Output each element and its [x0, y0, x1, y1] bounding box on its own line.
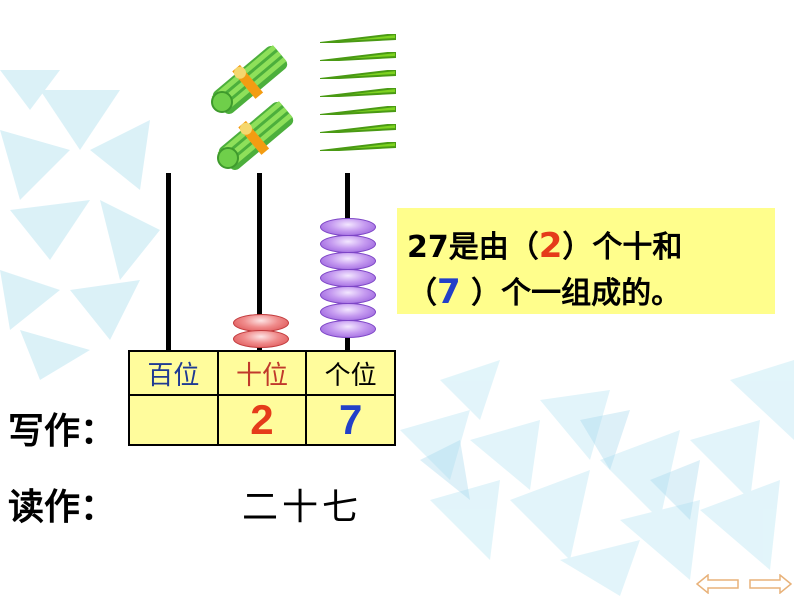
single-stick-icon: [320, 142, 396, 151]
read-value: 二十七: [242, 487, 363, 528]
composition-statement-box: 27是由（2）个十和 （7 ）个一组成的。: [397, 208, 775, 314]
single-stick-icon: [320, 34, 396, 43]
ones-bead: [320, 252, 376, 270]
write-label: 写作：: [8, 411, 117, 452]
place-value-header-row: 百位 十位 个位: [128, 350, 396, 396]
ones-bead: [320, 303, 376, 321]
statement-part2: ）个十和: [562, 230, 683, 265]
tens-rod: [257, 173, 262, 351]
single-stick-icon: [320, 70, 396, 79]
ones-bead: [320, 269, 376, 287]
stick-bundle-icon: [211, 45, 288, 114]
ones-digit: 7: [305, 394, 396, 446]
statement-line-1: 27是由（2）个十和: [407, 222, 682, 266]
hundreds-header: 百位: [128, 350, 219, 396]
place-value-digit-row: 2 7: [128, 394, 396, 446]
ones-bead: [320, 320, 376, 338]
single-stick-icon: [320, 88, 396, 97]
right-arrow-icon[interactable]: [748, 574, 792, 594]
statement-line-2: （7 ）个一组成的。: [407, 268, 681, 312]
hundreds-rod: [166, 173, 171, 351]
stick-bundle-icon: [217, 101, 294, 170]
statement-number: 27: [407, 230, 449, 265]
ones-bead: [320, 218, 376, 236]
tens-header: 十位: [216, 350, 308, 396]
left-arrow-icon[interactable]: [696, 574, 740, 594]
statement-part1: 是由（: [448, 230, 539, 265]
hundreds-digit: [128, 394, 219, 446]
ones-blank: 7: [437, 272, 461, 312]
read-label: 读作：: [8, 487, 117, 528]
single-stick-icon: [320, 106, 396, 115]
statement-part4: ）个一组成的。: [460, 276, 682, 311]
single-stick-icon: [320, 52, 396, 61]
ones-bead: [320, 235, 376, 253]
place-value-table: 百位 十位 个位 2 7: [128, 350, 396, 446]
tens-bead: [233, 330, 289, 348]
statement-part3: （: [407, 276, 437, 311]
single-stick-icon: [320, 124, 396, 133]
ones-bead: [320, 286, 376, 304]
tens-digit: 2: [216, 394, 308, 446]
ones-header: 个位: [305, 350, 396, 396]
tens-blank: 2: [538, 226, 563, 266]
